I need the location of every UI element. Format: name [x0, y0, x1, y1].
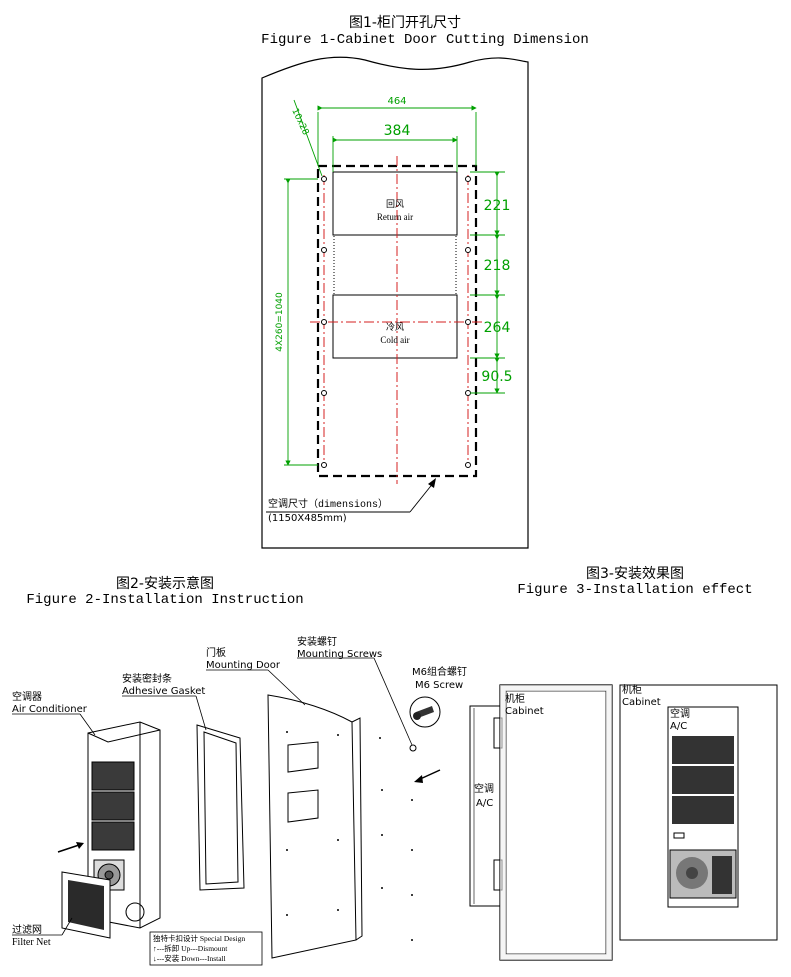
special-design-line-3: ↓---安装 Down---Install	[153, 953, 226, 963]
air-conditioner-label-cn: 空调器	[12, 690, 42, 703]
figure3-front-view	[619, 684, 778, 941]
side-cabinet-label-cn: 机柜	[505, 692, 525, 705]
front-cabinet-label-en: Cabinet	[622, 697, 661, 708]
return-air-label-cn: 回风	[386, 199, 404, 210]
dim-10x28: 10x28	[289, 107, 310, 137]
door-label-en: Mounting Door	[206, 660, 281, 671]
figure1-title-en: Figure 1-Cabinet Door Cutting Dimension	[261, 32, 589, 48]
cold-air-label-cn: 冷风	[386, 321, 404, 333]
side-cabinet-label-en: Cabinet	[505, 706, 544, 717]
dimensions-value: (1150X485mm)	[268, 513, 347, 524]
screw-hole-marker	[409, 744, 417, 752]
figure2-title-cn: 图2-安装示意图	[116, 576, 214, 592]
front-ac-label-cn: 空调	[670, 707, 690, 720]
figure2-leaders	[12, 657, 413, 936]
dim-90-5: 90.5	[481, 369, 512, 385]
dim-218: 218	[484, 258, 511, 274]
adhesive-gasket	[196, 724, 245, 891]
figure3-side-view	[469, 684, 613, 961]
screw-holes	[321, 176, 471, 468]
mounting-door-panel	[267, 694, 363, 959]
screws-label-cn: 安装螺钉	[297, 635, 337, 648]
dimensions-label: 空调尺寸（dimensions）	[268, 497, 388, 511]
m6-label-en: M6 Screw	[415, 680, 463, 691]
return-air-cutout	[332, 171, 458, 236]
front-cabinet-label-cn: 机柜	[622, 683, 642, 696]
figure3-title-cn: 图3-安装效果图	[586, 566, 684, 582]
filter-label-en: Filter Net	[12, 937, 51, 948]
door-screw-dots	[286, 731, 413, 941]
dim-464: 464	[387, 96, 406, 107]
gasket-label-cn: 安装密封条	[122, 672, 172, 685]
special-design-line-1: 独特卡扣设计 Special Design	[153, 933, 245, 943]
m6-screw-icon	[409, 696, 441, 728]
cold-air-cutout	[332, 294, 458, 359]
filter-label-cn: 过滤网	[12, 923, 42, 936]
dim-vertical: 4X260=1040	[275, 292, 285, 352]
dim-384: 384	[384, 123, 411, 139]
return-air-label-en: Return air	[377, 212, 413, 222]
side-ac-label-en: A/C	[476, 798, 493, 809]
gasket-label-en: Adhesive Gasket	[122, 686, 205, 697]
air-conditioner-label-en: Air Conditioner	[12, 704, 88, 715]
figure1-door-panel	[261, 56, 529, 549]
figure1-title-cn: 图1-柜门开孔尺寸	[349, 15, 461, 31]
special-design-line-2: ↑---拆卸 Up---Dismount	[153, 943, 228, 953]
figure3-title-en: Figure 3-Installation effect	[517, 582, 753, 598]
cold-air-label-en: Cold air	[380, 335, 409, 345]
figure2-title-en: Figure 2-Installation Instruction	[26, 592, 304, 608]
side-ac-label-cn: 空调	[474, 782, 494, 795]
dim-221: 221	[484, 198, 511, 214]
m6-label-cn: M6组合螺钉	[412, 665, 467, 678]
dim-264: 264	[484, 320, 511, 336]
door-label-cn: 门板	[206, 646, 226, 659]
air-conditioner-unit	[87, 721, 161, 929]
front-ac-label-en: A/C	[670, 721, 687, 732]
screws-label-en: Mounting Screws	[297, 649, 382, 660]
dimension-lines	[284, 99, 505, 466]
filter-net	[61, 871, 111, 939]
special-design-box	[149, 931, 263, 966]
